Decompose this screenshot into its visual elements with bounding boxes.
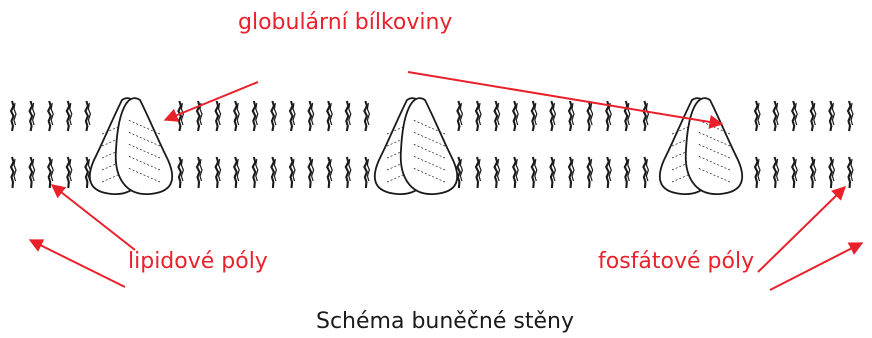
lipid-molecule-top <box>513 101 518 131</box>
label-lipid-poles: lipidové póly <box>128 249 268 274</box>
label-phosphate-poles: fosfátové póly <box>598 249 754 274</box>
lipid-molecule-bottom <box>197 157 202 188</box>
lipid-molecule-top <box>327 101 332 131</box>
lipid-molecule-top <box>67 101 72 131</box>
arrow-to-lipid-pole <box>52 185 135 250</box>
lipid-molecule-top <box>476 101 481 131</box>
lipid-molecule-bottom <box>11 157 16 188</box>
lipid-molecule-top <box>643 101 648 131</box>
lipid-molecule-top <box>625 101 630 131</box>
lipid-molecule-bottom <box>550 157 555 188</box>
lipid-molecule-bottom <box>346 157 351 188</box>
lipid-molecule-bottom <box>513 157 518 188</box>
lipid-molecule-top <box>48 101 53 131</box>
lipid-molecule-top <box>848 101 853 131</box>
arrow-right-edge <box>770 243 862 290</box>
lipid-molecule-bottom <box>643 157 648 188</box>
lipid-molecule-bottom <box>811 157 816 188</box>
lipid-molecule-top <box>253 101 258 131</box>
lipid-molecule-bottom <box>792 157 797 188</box>
diagram-caption: Schéma buněčné stěny <box>316 309 574 334</box>
lipid-molecule-top <box>85 101 90 131</box>
lipid-molecule-top <box>309 101 314 131</box>
lipid-molecule-top <box>178 101 183 131</box>
lipid-molecule-top <box>11 101 16 131</box>
lipid-molecule-bottom <box>569 157 574 188</box>
lipid-molecule-top <box>588 101 593 131</box>
lipid-molecule-top <box>495 101 500 131</box>
lipid-molecule-top <box>346 101 351 131</box>
lipid-molecule-bottom <box>588 157 593 188</box>
lipid-molecule-top <box>811 101 816 131</box>
lipid-molecule-bottom <box>271 157 276 188</box>
lipid-molecule-bottom <box>625 157 630 188</box>
globular-protein <box>401 98 457 194</box>
lipid-molecule-top <box>290 101 295 131</box>
lipid-molecule-top <box>364 101 369 131</box>
lipid-molecule-bottom <box>253 157 258 188</box>
globular-protein <box>686 98 742 194</box>
arrow-left-edge <box>30 240 125 287</box>
lipid-molecule-bottom <box>48 157 53 188</box>
lipid-molecule-top <box>216 101 221 131</box>
lipid-molecule-bottom <box>364 157 369 188</box>
lipid-molecule-bottom <box>327 157 332 188</box>
lipid-molecule-bottom <box>774 157 779 188</box>
lipid-molecule-bottom <box>290 157 295 188</box>
lipid-molecule-top <box>30 101 35 131</box>
lipid-molecule-top <box>457 101 462 131</box>
arrow-to-protein-right <box>408 72 722 124</box>
lipid-molecule-bottom <box>457 157 462 188</box>
lipid-molecule-top <box>792 101 797 131</box>
lipid-molecule-bottom <box>606 157 611 188</box>
lipid-molecule-top <box>532 101 537 131</box>
lipid-molecule-bottom <box>755 157 760 188</box>
lipid-molecule-top <box>755 101 760 131</box>
lipid-molecule-bottom <box>30 157 35 188</box>
lipid-molecule-top <box>271 101 276 131</box>
lipid-molecule-bottom <box>178 157 183 188</box>
lipid-molecule-top <box>569 101 574 131</box>
lipid-molecule-bottom <box>67 157 72 188</box>
lipid-molecule-top <box>774 101 779 131</box>
globular-protein <box>116 98 172 194</box>
lipid-molecule-top <box>234 101 239 131</box>
lipid-molecule-bottom <box>476 157 481 188</box>
lipid-molecule-bottom <box>848 157 853 188</box>
lipid-molecule-bottom <box>234 157 239 188</box>
lipid-molecule-bottom <box>829 157 834 188</box>
lipid-molecule-bottom <box>495 157 500 188</box>
label-globular-proteins: globulární bílkoviny <box>238 10 452 35</box>
lipid-molecule-top <box>550 101 555 131</box>
arrow-to-protein-left <box>165 82 258 120</box>
lipid-molecule-top <box>829 101 834 131</box>
lipid-molecule-bottom <box>309 157 314 188</box>
lipid-molecule-bottom <box>532 157 537 188</box>
lipid-molecule-bottom <box>216 157 221 188</box>
